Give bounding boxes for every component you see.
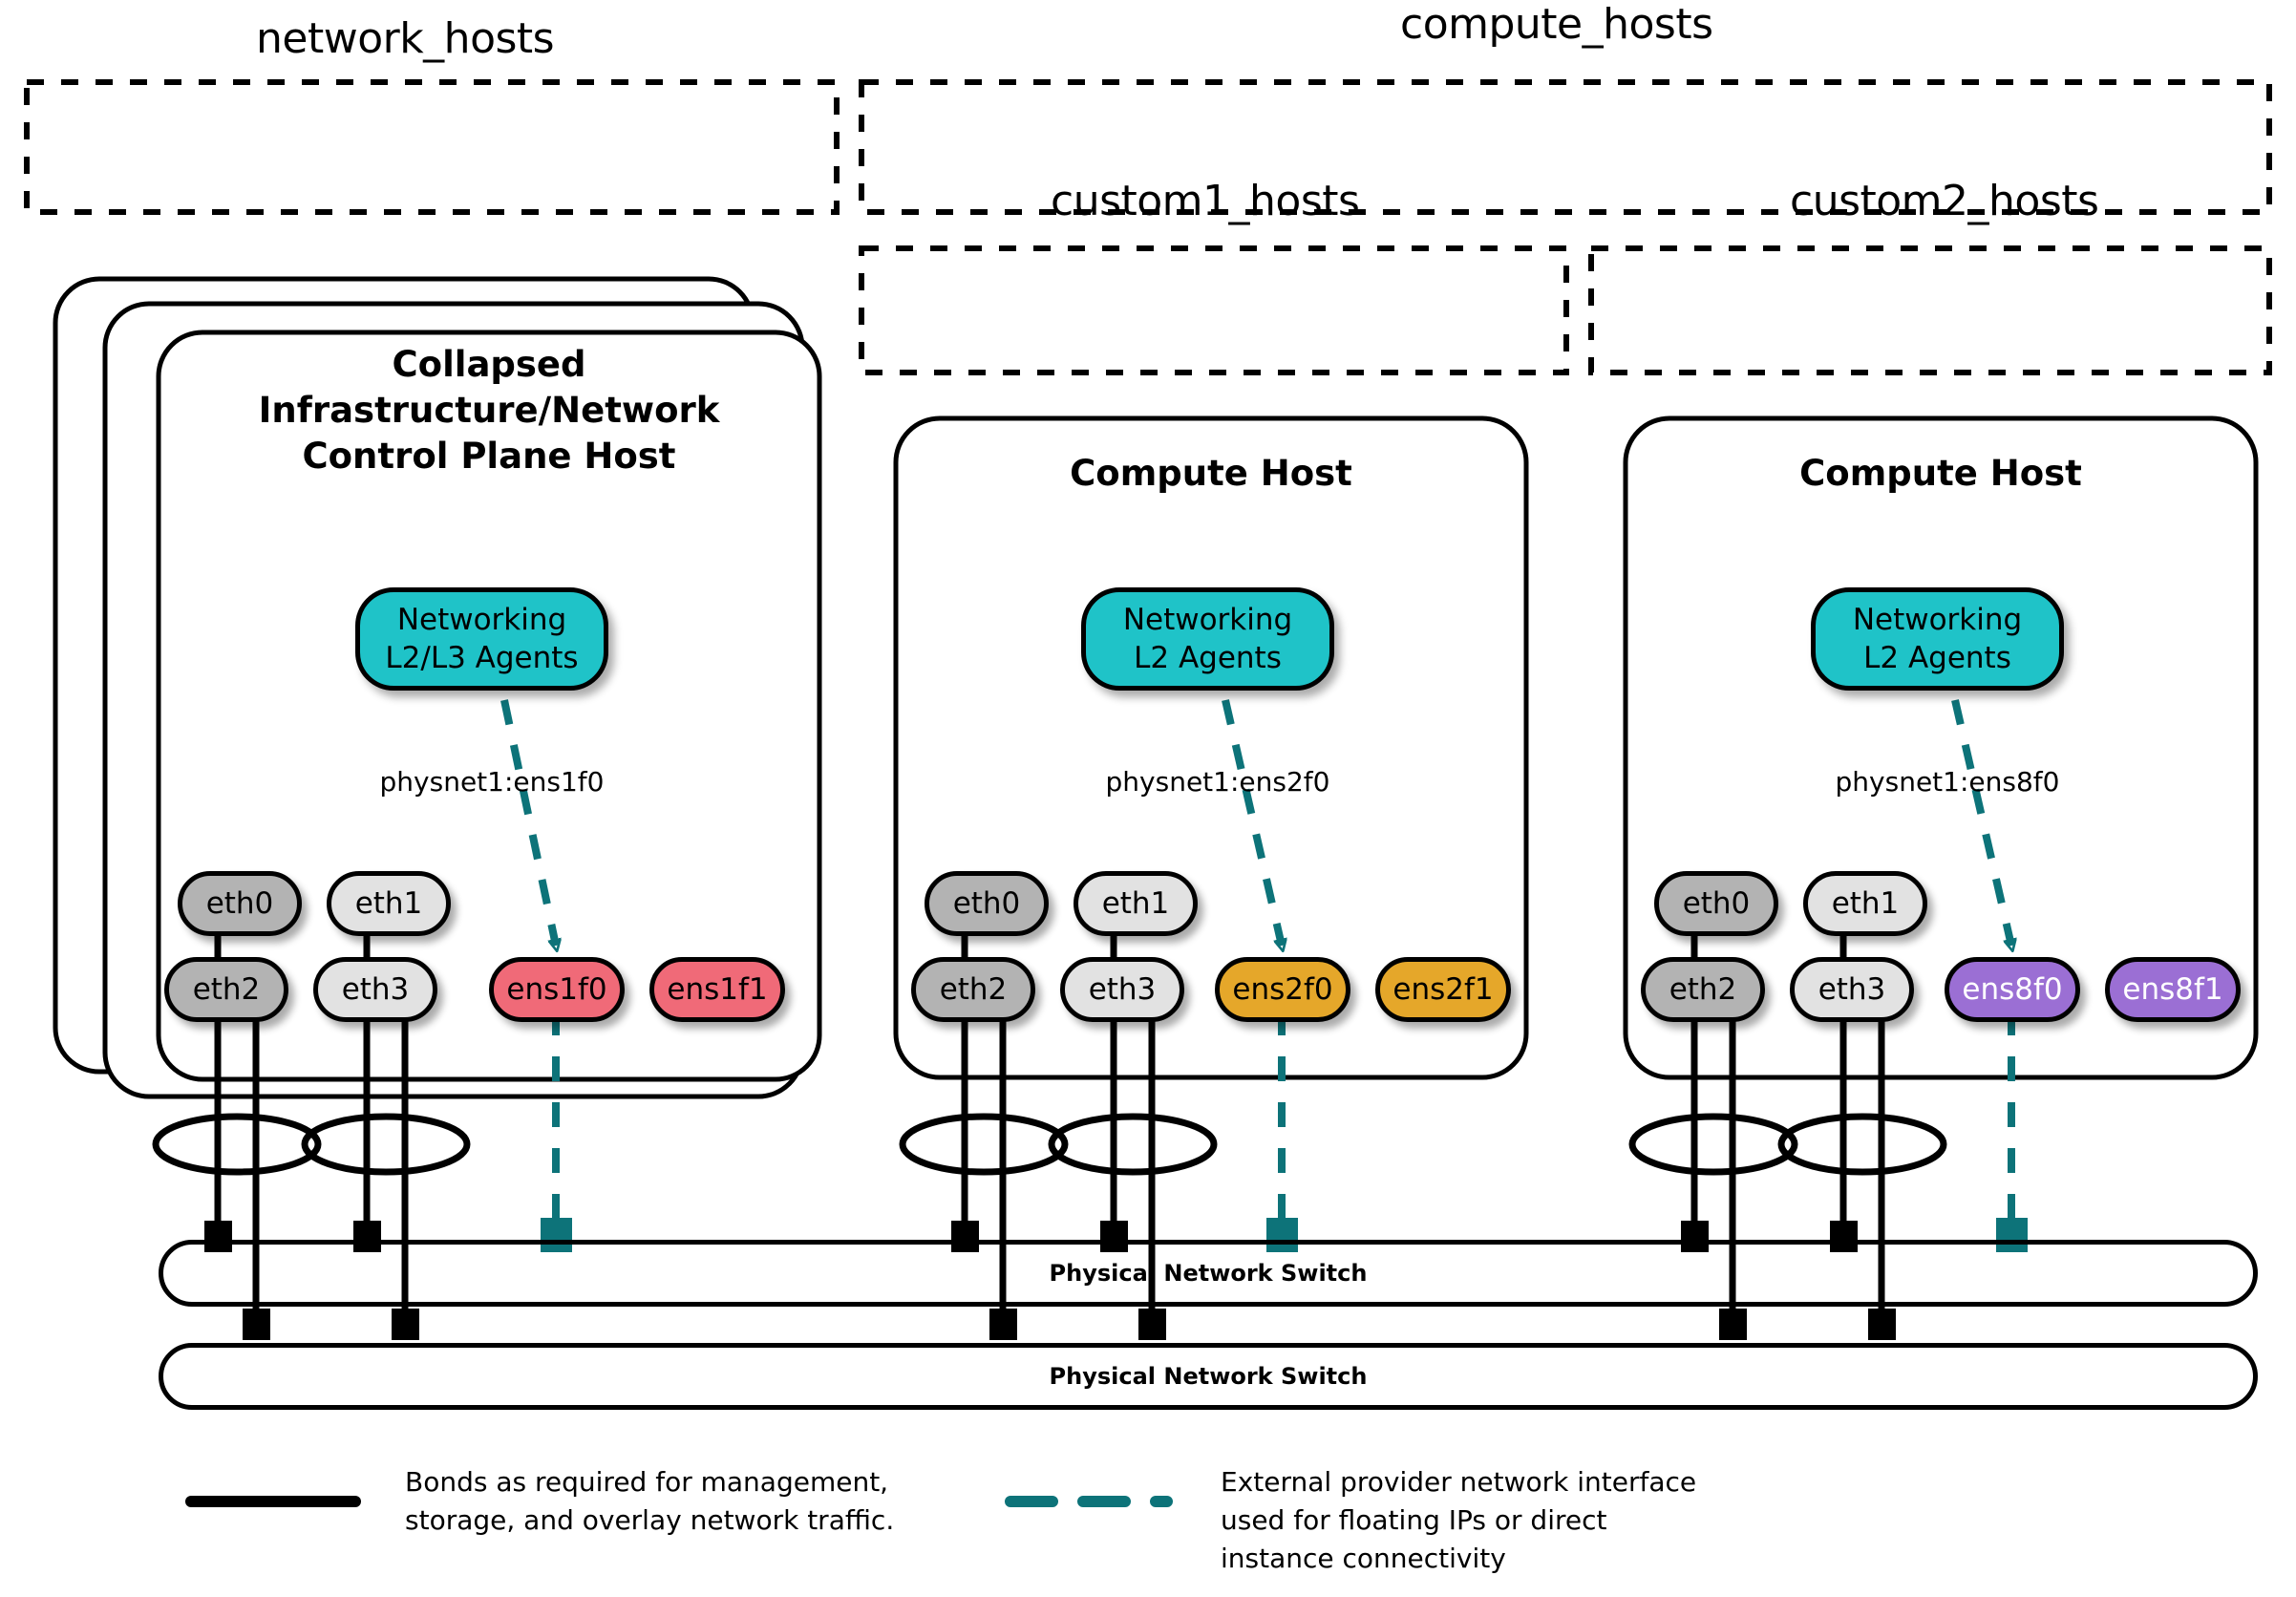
legend-line: storage, and overlay network traffic.: [405, 1504, 895, 1536]
nic-label: eth2: [939, 972, 1008, 1007]
nic-label: eth0: [205, 886, 274, 921]
nic-label: ens8f0: [1962, 972, 2063, 1007]
group-box-network-hosts: [24, 79, 840, 215]
agent-label-line: L2 Agents: [1863, 641, 2011, 675]
agent-box-compute-host-2[interactable]: Networking L2 Agents: [1811, 587, 2064, 691]
group-label-custom2-hosts: custom2_hosts: [1790, 177, 2099, 225]
legend-line: instance connectivity: [1221, 1543, 1506, 1574]
legend-item-bond: Bonds as required for management, storag…: [405, 1463, 894, 1540]
nic-label: eth3: [1088, 972, 1157, 1007]
host-title-line: Collapsed: [392, 344, 586, 385]
nic-ens2f1-compute-host-1[interactable]: ens2f1: [1375, 957, 1511, 1022]
nic-eth3-compute-host-1[interactable]: eth3: [1060, 957, 1184, 1022]
nic-label: eth1: [1831, 886, 1900, 921]
legend-item-provider: External provider network interface used…: [1221, 1463, 1696, 1578]
nic-label: eth3: [1818, 972, 1886, 1007]
nic-label: eth3: [341, 972, 410, 1007]
host-title-compute-host-1: Compute Host: [896, 451, 1526, 497]
switch-top[interactable]: Physical Network Switch: [159, 1240, 2258, 1307]
provider-link-compute-host-1: [1222, 699, 1298, 1252]
nic-label: eth2: [192, 972, 261, 1007]
nic-eth2-compute-host-1[interactable]: eth2: [911, 957, 1035, 1022]
switch-label: Physical Network Switch: [1049, 1363, 1368, 1390]
legend-line: External provider network interface: [1221, 1466, 1697, 1498]
physnet-label-compute-host-1: physnet1:ens2f0: [1105, 766, 1330, 798]
host-title-compute-host-2: Compute Host: [1626, 451, 2256, 497]
agent-label-line: L2 Agents: [1134, 641, 1282, 675]
switch-label: Physical Network Switch: [1049, 1260, 1368, 1287]
nic-eth2-compute-host-2[interactable]: eth2: [1641, 957, 1765, 1022]
nic-label: eth2: [1669, 972, 1737, 1007]
provider-link-compute-host-2: [1951, 699, 2028, 1252]
switch-bottom[interactable]: Physical Network Switch: [159, 1343, 2258, 1410]
nic-ens8f0-compute-host-2[interactable]: ens8f0: [1945, 957, 2080, 1022]
nic-ens8f1-compute-host-2[interactable]: ens8f1: [2105, 957, 2241, 1022]
agent-label-line: L2/L3 Agents: [385, 641, 579, 675]
bond-wires-compute-host-2-a: [1628, 915, 1798, 1340]
group-label-custom1-hosts: custom1_hosts: [1051, 177, 1360, 225]
agent-box-network-host[interactable]: Networking L2/L3 Agents: [355, 587, 608, 691]
host-title-line: Control Plane Host: [302, 436, 676, 477]
nic-label: eth0: [1682, 886, 1751, 921]
nic-ens1f1-network-host[interactable]: ens1f1: [649, 957, 785, 1022]
agent-label-line: Networking: [396, 603, 567, 637]
host-card-compute-host-2: [1623, 415, 2259, 1080]
physnet-label-network-host: physnet1:ens1f0: [379, 766, 605, 798]
legend-line: Bonds as required for management,: [405, 1466, 889, 1498]
host-title-line: Infrastructure/Network: [258, 390, 720, 431]
nic-label: eth1: [354, 886, 423, 921]
nic-eth1-compute-host-2[interactable]: eth1: [1803, 871, 1927, 936]
nic-label: ens1f1: [667, 972, 768, 1007]
nic-label: ens2f0: [1232, 972, 1333, 1007]
host-title-network-host: Collapsed Infrastructure/Network Control…: [197, 342, 781, 479]
nic-eth0-network-host[interactable]: eth0: [178, 871, 302, 936]
host-title-line: Compute Host: [1799, 453, 2082, 494]
provider-link-network-host: [500, 699, 572, 1252]
nic-eth0-compute-host-1[interactable]: eth0: [925, 871, 1049, 936]
agent-box-compute-host-1[interactable]: Networking L2 Agents: [1081, 587, 1334, 691]
nic-eth3-network-host[interactable]: eth3: [313, 957, 437, 1022]
group-box-custom1-hosts: [859, 245, 1569, 375]
nic-eth1-compute-host-1[interactable]: eth1: [1074, 871, 1198, 936]
group-box-custom2-hosts: [1588, 245, 2272, 375]
nic-ens2f0-compute-host-1[interactable]: ens2f0: [1215, 957, 1350, 1022]
nic-label: eth0: [952, 886, 1021, 921]
group-label-compute-hosts: compute_hosts: [1400, 0, 1713, 49]
host-card-compute-host-1: [893, 415, 1529, 1080]
nic-eth3-compute-host-2[interactable]: eth3: [1790, 957, 1914, 1022]
agent-label-line: Networking: [1122, 603, 1293, 637]
nic-label: ens2f1: [1392, 972, 1494, 1007]
nic-label: eth1: [1101, 886, 1170, 921]
bond-wires-compute-host-1-a: [899, 915, 1069, 1340]
host-title-line: Compute Host: [1070, 453, 1352, 494]
nic-label: ens1f0: [506, 972, 607, 1007]
physnet-label-compute-host-2: physnet1:ens8f0: [1835, 766, 2060, 798]
nic-eth2-network-host[interactable]: eth2: [164, 957, 288, 1022]
nic-eth1-network-host[interactable]: eth1: [327, 871, 451, 936]
agent-label-line: Networking: [1852, 603, 2023, 637]
group-label-network-hosts: network_hosts: [256, 14, 555, 63]
group-box-compute-hosts: [859, 79, 2272, 215]
nic-ens1f0-network-host[interactable]: ens1f0: [489, 957, 625, 1022]
nic-label: ens8f1: [2122, 972, 2223, 1007]
legend-line: used for floating IPs or direct: [1221, 1504, 1607, 1536]
nic-eth0-compute-host-2[interactable]: eth0: [1654, 871, 1778, 936]
